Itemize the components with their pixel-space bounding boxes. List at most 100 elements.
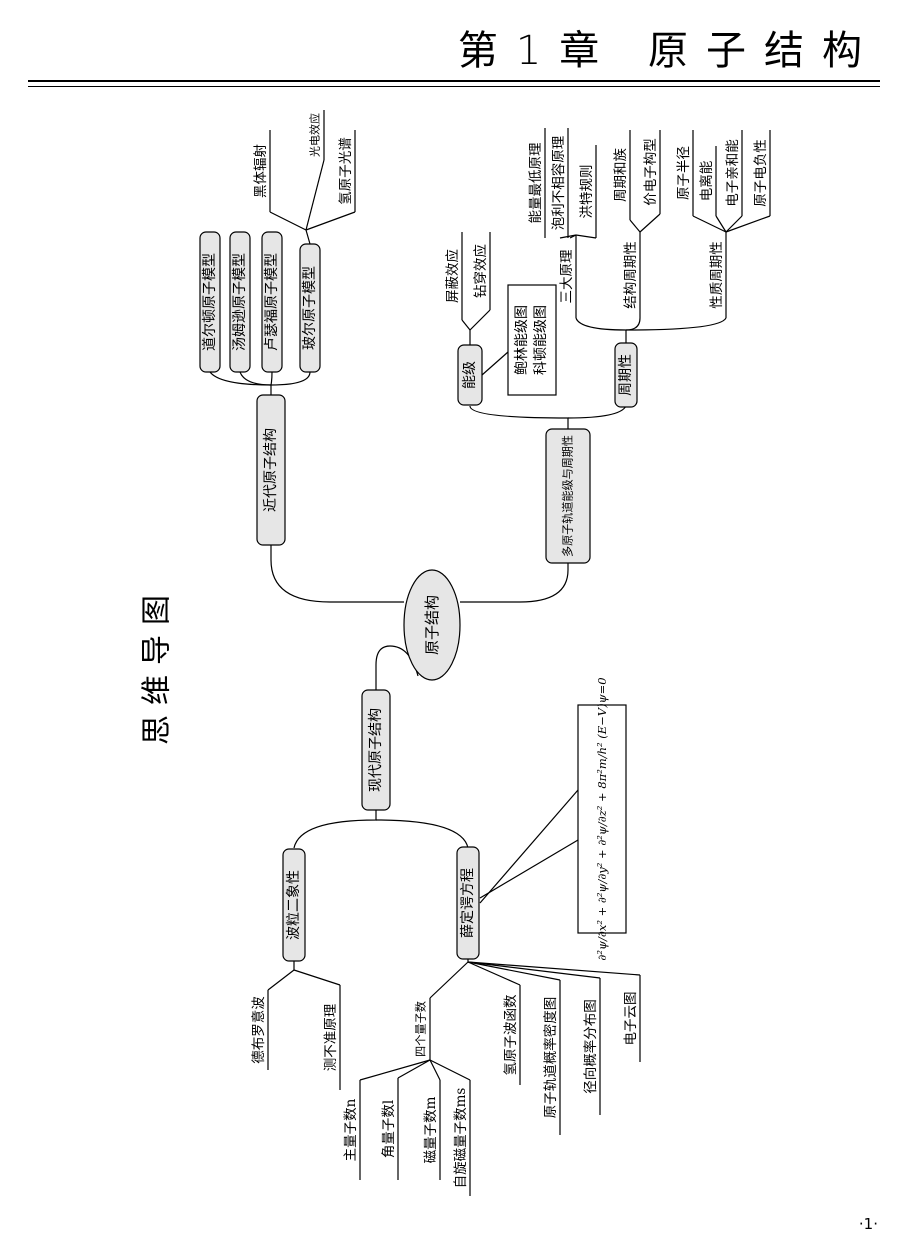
edge-three-c xyxy=(575,234,597,239)
wave-item-1: 德布罗意波 xyxy=(250,990,269,1070)
recent-model-2-label: 汤姆逊原子模型 xyxy=(232,253,248,351)
period-node-frame xyxy=(614,342,638,408)
schrodinger-item-3: 径向概率分布图 xyxy=(582,978,601,1115)
bohr-item-3-label: 氢原子光谱 xyxy=(338,137,354,205)
edge-prop-b xyxy=(715,215,727,233)
recent-model-2-frame xyxy=(229,231,251,373)
root-ellipse xyxy=(403,569,461,681)
edge-root-recent xyxy=(270,545,404,603)
three-item-2: 泡利不相容原理 xyxy=(550,128,569,238)
schrodinger-item-1: 氢原子波函数 xyxy=(503,985,521,1085)
modern-node: 现代原子结构 xyxy=(361,689,391,811)
edge-recent-bohr xyxy=(270,371,311,386)
modern-node-label: 现代原子结构 xyxy=(368,708,384,792)
energy-diagram-frame xyxy=(507,284,557,396)
edge-schr-eq2 xyxy=(479,789,579,904)
quantum-item-2-label: 角量子数l xyxy=(381,1100,397,1158)
energy-item-1: 屏蔽效应 xyxy=(444,232,463,320)
edge-period-three xyxy=(575,317,627,331)
three-item-1-label: 能量最低原理 xyxy=(528,142,544,223)
equation-box: ∂²ψ/∂x² + ∂²ψ/∂y² + ∂²ψ/∂z² + 8π²m/h² (E… xyxy=(577,677,627,961)
multi-node-frame xyxy=(545,428,591,564)
energy-node: 能级 xyxy=(457,344,483,406)
edge-q-l xyxy=(397,1059,431,1079)
heading-char: 导 xyxy=(140,635,175,665)
edge-prop-c xyxy=(725,215,743,233)
edge-period-struct xyxy=(625,317,641,331)
prop-item-2: 电离能 xyxy=(698,146,717,216)
edge-struct-a xyxy=(629,219,641,233)
wave-node-frame xyxy=(282,848,306,962)
heading-char: 维 xyxy=(140,675,175,705)
prop-item-4: 原子电负性 xyxy=(753,130,771,216)
schrodinger-item-2: 原子轨道概率密度图 xyxy=(542,980,561,1135)
bohr-item-2-label: 光电效应 xyxy=(308,113,322,157)
period-node-label: 周期性 xyxy=(618,354,634,396)
prop-period: 性质周期性 xyxy=(709,232,727,318)
edge-recent-rutherford xyxy=(270,371,273,386)
prop-period-label: 性质周期性 xyxy=(709,241,725,309)
energy-node-label: 能级 xyxy=(462,361,478,389)
edge-three-b xyxy=(569,234,577,239)
recent-model-1-label: 道尔顿原子模型 xyxy=(202,253,218,351)
prop-item-1-label: 原子半径 xyxy=(676,146,692,200)
prop-item-3: 电子亲和能 xyxy=(725,130,743,216)
root-node: 原子结构 xyxy=(403,569,461,681)
bohr-node: 玻尔原子模型 xyxy=(299,243,321,373)
schrodinger-item-4-label: 电子云图 xyxy=(623,992,639,1046)
edge-bohr-hspec xyxy=(305,211,356,231)
bohr-item-1-label: 黑体辐射 xyxy=(253,144,269,198)
wave-item-1-label: 德布罗意波 xyxy=(250,996,267,1064)
edge-bohr-up xyxy=(305,229,311,245)
struct-item-2-label: 价电子构型 xyxy=(643,138,659,206)
edge-schr-eq1 xyxy=(479,839,579,899)
schrodinger-item-1-label: 氢原子波函数 xyxy=(503,994,519,1075)
struct-period: 结构周期性 xyxy=(623,232,641,318)
edge-struct-b xyxy=(639,213,661,233)
prop-item-3-label: 电子亲和能 xyxy=(725,139,741,207)
three-item-3: 洪特规则 xyxy=(579,145,597,238)
edge-period-prop xyxy=(625,317,727,331)
equation-frame xyxy=(577,704,627,934)
edge-prop-a xyxy=(692,215,727,233)
energy-item-2: 钻穿效应 xyxy=(472,232,491,310)
modern-node-frame xyxy=(361,689,391,811)
edge-q-n xyxy=(359,1059,431,1081)
edge-schr-h xyxy=(467,961,521,986)
edge-q-ms xyxy=(429,1059,471,1081)
edge-modern-wave xyxy=(293,810,377,849)
wave-node-label: 波粒二象性 xyxy=(286,870,302,940)
heading-char: 图 xyxy=(140,595,175,625)
schrodinger-node-frame xyxy=(456,846,480,960)
edge-bohr-photo xyxy=(305,159,325,231)
energy-item-2-label: 钻穿效应 xyxy=(472,244,489,298)
recent-model-2: 汤姆逊原子模型 xyxy=(229,231,251,373)
bohr-node-label: 玻尔原子模型 xyxy=(302,266,318,350)
energy-box-line-2: 科顿能级图 xyxy=(533,305,549,375)
schrodinger-node-label: 薛定谔方程 xyxy=(460,868,476,938)
root-label: 原子结构 xyxy=(423,595,441,655)
bohr-node-frame xyxy=(299,243,321,373)
quantum-numbers-label: 四个量子数 xyxy=(414,1001,428,1057)
bohr-item-1: 黑体辐射 xyxy=(253,130,271,212)
schrodinger-equation: ∂²ψ/∂x² + ∂²ψ/∂y² + ∂²ψ/∂z² + 8π²m/h² (E… xyxy=(595,677,609,960)
chapter-title: 第1章 原子结构 xyxy=(457,28,880,74)
three-item-1: 能量最低原理 xyxy=(528,128,546,238)
three-item-3-label: 洪特规则 xyxy=(579,165,595,219)
wave-item-2: 测不准原理 xyxy=(323,985,341,1090)
quantum-item-3: 磁量子数m xyxy=(423,1080,441,1180)
schrodinger-item-3-label: 径向概率分布图 xyxy=(582,999,599,1094)
period-node: 周期性 xyxy=(614,342,638,408)
schrodinger-item-2-label: 原子轨道概率密度图 xyxy=(542,997,559,1119)
recent-model-3: 卢瑟福原子模型 xyxy=(261,231,283,373)
edge-recent-thomson xyxy=(239,371,272,386)
edge-schr-cloud xyxy=(467,961,641,976)
header-rule-thin xyxy=(28,86,880,87)
recent-model-3-frame xyxy=(261,231,283,373)
edge-prop-d xyxy=(725,215,771,233)
edge-multi-period xyxy=(567,405,627,419)
three-principles: 三大原理 xyxy=(559,235,577,318)
bohr-item-3: 氢原子光谱 xyxy=(338,130,356,212)
schrodinger-item-4: 电子云图 xyxy=(623,975,641,1062)
